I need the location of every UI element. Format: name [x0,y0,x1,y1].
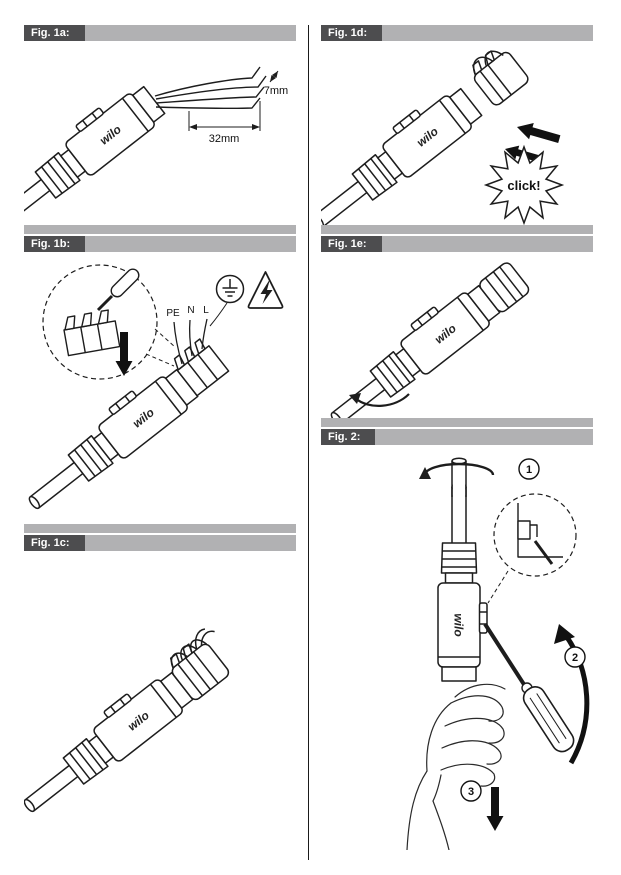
connector: wilo [24,663,196,825]
warning-triangle [247,271,284,309]
fig-1a-label: Fig. 1a: [24,25,85,41]
pull-down-arrow [486,787,504,831]
section-separator [24,225,296,234]
latch-inset [493,493,577,577]
screwdriver [96,268,140,312]
fig-1d-label: Fig. 1d: [321,25,383,41]
connector: wilo [321,79,485,225]
screwdriver [483,622,575,753]
terminal-block [173,338,230,397]
section-separator [321,225,593,234]
left-column: Fig. 1a: wilo [24,25,296,860]
lever-arrow [554,624,590,765]
dimension-32mm [188,101,261,131]
cap-attached [479,262,530,313]
figure-section-1e: Fig. 1e: wilo [321,236,593,418]
fig-2-header: Fig. 2: [321,429,593,445]
dim-32mm-label: 32mm [209,133,240,145]
wire-label-l: L [203,305,209,316]
cable [451,457,467,497]
section-separator [321,418,593,427]
figure-section-1c: Fig. 1c: wilo [24,535,296,847]
fig-1a-illustration: wilo 32mm [24,66,288,225]
connector-assembled: wilo [321,262,530,418]
figure-section-1a: Fig. 1a: wilo [24,25,296,225]
step-3-badge: 3 [460,780,482,802]
fig-1e-label: Fig. 1e: [321,236,382,252]
column-divider [308,25,309,860]
inset-leader-lines [145,328,176,367]
step-2-number: 2 [572,652,578,664]
step-1-number: 1 [526,464,532,476]
fig-2-label: Fig. 2: [321,429,376,445]
fig-1e-header: Fig. 1e: [321,236,593,252]
fig-1c-header: Fig. 1c: [24,535,296,551]
brand-logo: wilo [452,613,466,636]
figure-section-1b: Fig. 1b: [24,236,296,524]
dim-7mm-label: 7mm [264,85,288,97]
earth-symbol [215,274,245,304]
terminal-inset [63,309,121,357]
rotate-arrow [419,462,495,479]
connector-vertical: wilo [437,457,488,682]
fig-1c-illustration: wilo [24,628,230,825]
connector: wilo [24,360,201,522]
terminal-wires [173,318,208,365]
cap-part [472,50,529,106]
hand-outline [406,683,506,850]
connector: wilo [24,77,168,225]
fig-1b-label: Fig. 1b: [24,236,86,252]
step-1-badge: 1 [518,458,540,480]
wire-label-n: N [187,305,194,316]
fig-1b-illustration: PE N L wilo [24,264,284,522]
figure-section-1d: Fig. 1d: wilo [321,25,593,225]
fig-1a-header: Fig. 1a: [24,25,296,41]
step-2-badge: 2 [564,646,586,668]
step-3-number: 3 [468,786,474,798]
fig-1d-illustration: wilo click! [321,50,563,225]
fig-1e-illustration: wilo [321,262,530,418]
earth-leader [209,302,228,327]
fig-1d-header: Fig. 1d: [321,25,593,41]
click-star: click! [485,146,563,224]
wire-label-pe: PE [166,308,180,319]
push-arrow-1 [514,118,562,148]
fig-1c-label: Fig. 1c: [24,535,85,551]
lightning-bolt-icon [260,279,273,304]
section-separator [24,524,296,533]
fig-1b-header: Fig. 1b: [24,236,296,252]
right-column: Fig. 1d: wilo [321,25,593,860]
figure-section-2: Fig. 2: wilo [321,429,593,850]
inset-leader-line [487,570,509,604]
stripped-wires [154,66,267,110]
tighten-rotation-arrow [349,393,410,407]
fig-2-illustration: wilo 1 [406,457,590,850]
detail-inset [42,264,158,380]
dimension-7mm [269,70,279,83]
click-label: click! [507,178,540,193]
strain-relief-cap [169,628,230,701]
